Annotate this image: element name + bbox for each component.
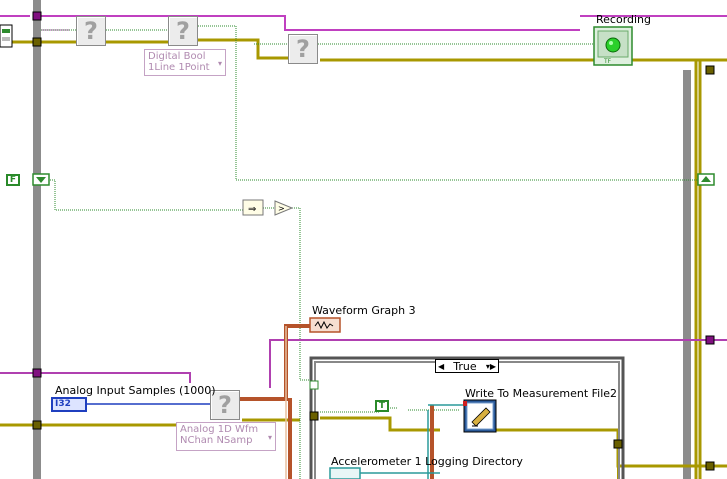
case-structure[interactable] [309, 356, 625, 479]
missing-subvi-analog-wfm[interactable]: ? [210, 390, 240, 420]
svg-text:⇒: ⇒ [248, 204, 256, 215]
recording-indicator[interactable]: TF [593, 26, 633, 66]
tunnel-error-right [705, 65, 715, 75]
tunnel-error-in [32, 37, 42, 47]
case-tunnel-error [309, 411, 319, 421]
case-selector-terminal [309, 380, 319, 390]
waveform-graph-label: Waveform Graph 3 [312, 304, 416, 317]
chevron-down-icon[interactable]: ▾▶ [485, 361, 496, 371]
error-cluster-wires[interactable] [0, 38, 727, 479]
chevron-down-icon: ▾ [267, 433, 272, 442]
case-selector[interactable]: ◀ True ▾▶ [435, 359, 499, 373]
while-loop-border-right [683, 70, 691, 479]
tunnel-path-right [705, 335, 715, 345]
question-mark-icon: ? [218, 391, 232, 419]
tunnel-error-in-lower [32, 420, 42, 430]
decrement-arrow-icon[interactable]: ◀ [438, 361, 445, 371]
case-tunnel-error-out [613, 439, 623, 449]
string-wire[interactable] [0, 15, 727, 31]
tunnel-string-in [32, 11, 42, 21]
true-constant[interactable]: T [375, 400, 389, 412]
case-selector-value: True [453, 359, 477, 373]
feedback-node[interactable] [242, 199, 264, 216]
while-loop-border-left [33, 0, 41, 479]
accel-dir-label: Accelerometer 1 Logging Directory [331, 455, 523, 468]
false-constant[interactable]: F [6, 174, 20, 186]
selector-line1: Analog 1D Wfm [180, 424, 259, 435]
chevron-down-icon: ▾ [217, 59, 222, 68]
accel-path-terminal[interactable] [329, 467, 361, 479]
boolean-wires[interactable] [41, 25, 700, 479]
selector-line2: 1Line 1Point [148, 62, 210, 73]
analog-wfm-selector[interactable]: Analog 1D Wfm NChan NSamp ▾ [176, 422, 276, 451]
tunnel-error-right-lower [705, 461, 715, 471]
digital-bool-selector[interactable]: Digital Bool 1Line 1Point ▾ [144, 49, 226, 76]
svg-text:>: > [278, 204, 285, 213]
waveform-graph-terminal[interactable] [309, 317, 341, 333]
write-file-label: Write To Measurement File2 [465, 387, 618, 400]
question-mark-icon: ? [296, 35, 310, 63]
missing-subvi-digital-bool[interactable]: ? [168, 16, 198, 46]
selector-line1: Digital Bool [148, 51, 206, 62]
svg-text:TF: TF [603, 58, 612, 65]
selector-line2: NChan NSamp [180, 435, 253, 446]
analog-samples-terminal[interactable] [51, 397, 87, 412]
i32-type-label: I32 [55, 399, 71, 409]
missing-subvi-3[interactable]: ? [288, 34, 318, 64]
missing-subvi-1[interactable]: ? [76, 16, 106, 46]
question-mark-icon: ? [84, 17, 98, 45]
input-terminal-top[interactable] [0, 24, 13, 48]
write-measurement-file-vi[interactable] [463, 399, 497, 433]
path-wire[interactable] [0, 339, 727, 388]
recording-label: Recording [596, 13, 652, 26]
analog-samples-label: Analog Input Samples (1000) [55, 384, 216, 397]
not-gate[interactable] [274, 200, 294, 216]
question-mark-icon: ? [176, 17, 190, 45]
tunnel-path-in [32, 368, 42, 378]
